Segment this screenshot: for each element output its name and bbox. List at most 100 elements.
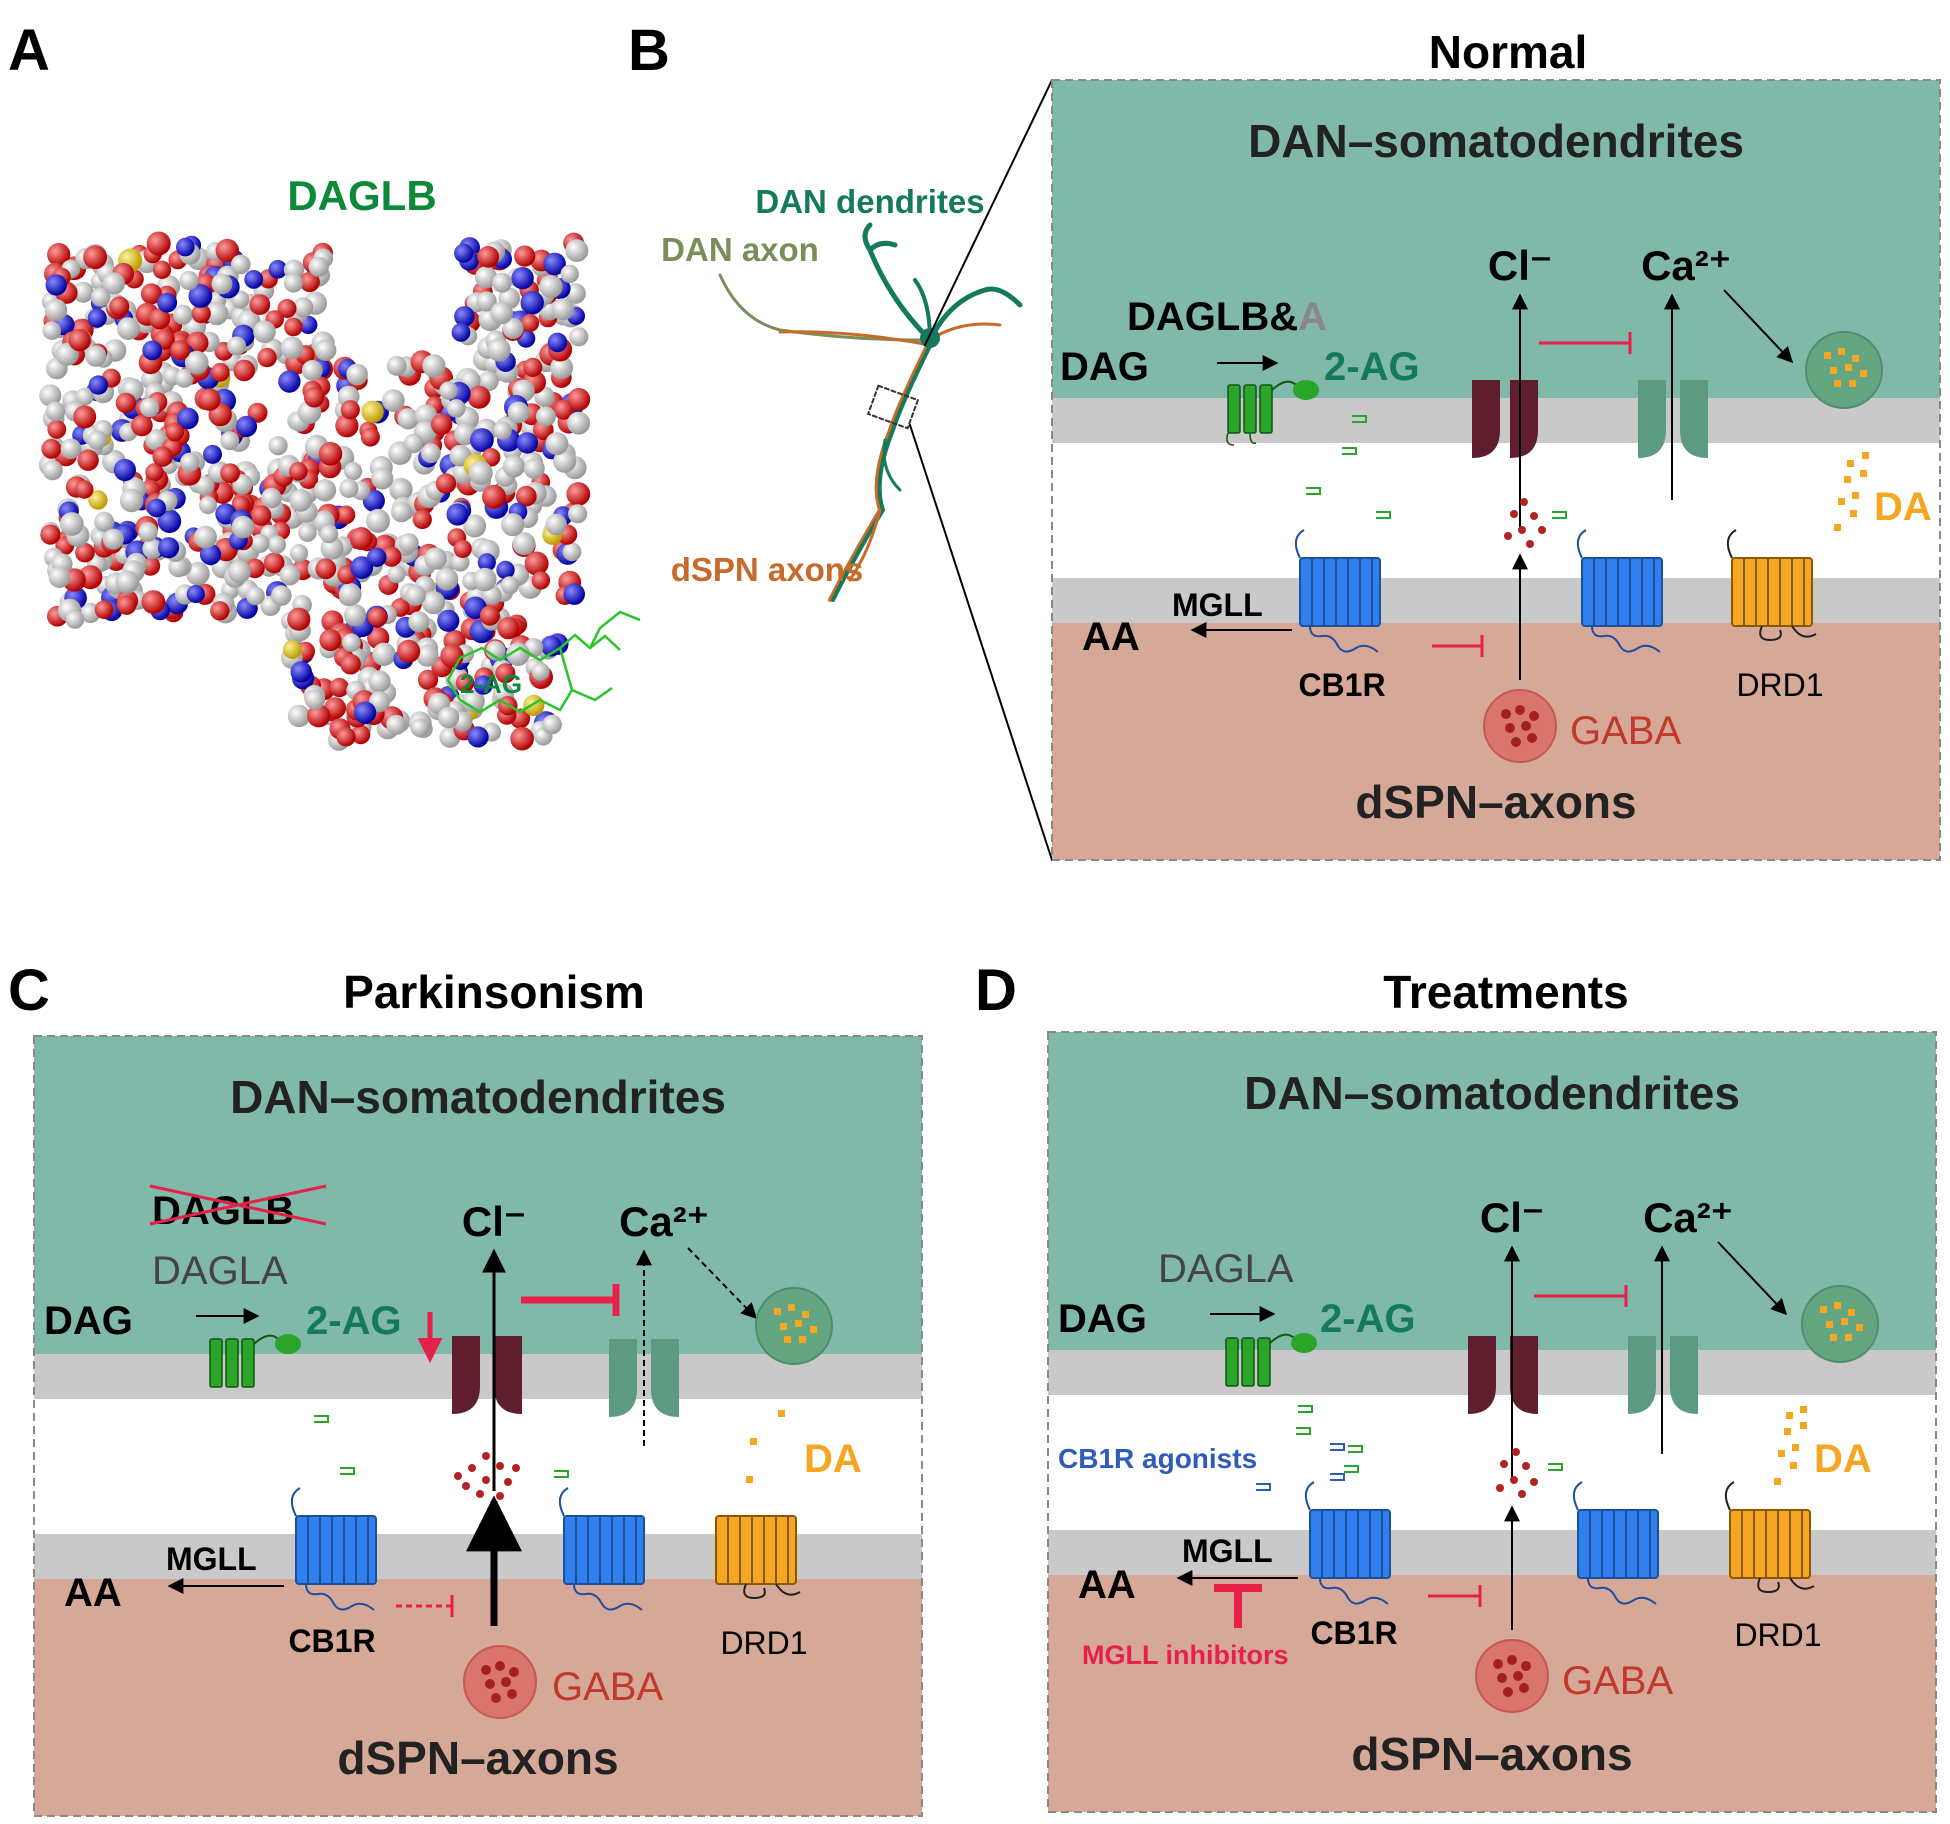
protein-atom (301, 359, 323, 381)
protein-atom (220, 431, 240, 451)
protein-atom (72, 281, 94, 303)
protein-atom (479, 605, 500, 626)
protein-atom (94, 511, 115, 532)
dspn-axons-label: dSPN axons (671, 551, 864, 588)
protein-atom (490, 301, 513, 325)
protein-atom (565, 239, 589, 262)
protein-atom (231, 254, 251, 275)
protein-atom (543, 252, 566, 276)
protein-atom (131, 414, 153, 437)
protein-atom (354, 701, 377, 724)
protein-atom (257, 347, 277, 368)
protein-atom (250, 534, 270, 553)
protein-atom (329, 677, 349, 698)
dag-label: DAG (44, 1299, 133, 1343)
protein-atom (168, 556, 189, 578)
protein-atom (496, 560, 515, 580)
protein-atom (102, 272, 126, 295)
protein-atom (139, 397, 160, 418)
cb1r-receptor (290, 1487, 377, 1611)
protein-atom (501, 513, 525, 537)
protein-atom (405, 585, 426, 606)
enzyme-label: DAGLB&A (1127, 295, 1327, 339)
cb1r-receptor-2 (558, 1487, 645, 1611)
gaba-vesicle (463, 1645, 537, 1719)
protein-atom (520, 290, 544, 315)
protein-atom (228, 560, 251, 584)
dspn-region-label: dSPN–axons (337, 1732, 618, 1784)
protein-atom (152, 446, 173, 467)
da-label: DA (1874, 485, 1932, 529)
gaba-vesicle (1475, 1639, 1549, 1713)
drd1-label: DRD1 (1734, 1617, 1821, 1653)
protein-atom (267, 535, 286, 554)
two-ag-molecules (314, 1415, 569, 1478)
dagl-enzyme-icon (209, 1334, 301, 1388)
cb1r-agonists-label: CB1R agonists (1058, 1443, 1257, 1474)
protein-atom (477, 245, 500, 268)
protein-atom (447, 399, 466, 418)
cb1r-label: CB1R (288, 1623, 375, 1659)
schematic-parkinsonism: DAN–somatodendrites dSPN–axons DAGLB DAG… (33, 1035, 923, 1817)
protein-atom (261, 487, 282, 509)
neuron-sketch (718, 79, 1053, 861)
aa-label: AA (64, 1571, 122, 1615)
protein-atom (268, 436, 288, 456)
dspn-region-label: dSPN–axons (1351, 1728, 1632, 1780)
protein-atom (304, 689, 326, 710)
drd1-receptor (715, 1515, 801, 1600)
protein-atom (145, 463, 164, 482)
ligand-label: 2-AG (460, 669, 522, 699)
calcium-ion-label: Ca²⁺ (1643, 1194, 1733, 1241)
two-ag-label: 2-AG (1320, 1297, 1416, 1341)
dagla-label: DAGLA (152, 1249, 288, 1293)
da-vesicle (1801, 1285, 1879, 1363)
protein-atom (372, 642, 396, 666)
protein-atom (280, 336, 304, 360)
protein-atom (567, 388, 591, 411)
da-vesicle (1805, 331, 1883, 409)
da-release-dots (1834, 452, 1869, 531)
protein-atom (115, 570, 139, 594)
mgll-inhibitors-label: MGLL inhibitors (1082, 1640, 1288, 1670)
protein-atom (507, 401, 530, 424)
panel-d-title: Treatments (1383, 966, 1628, 1018)
protein-atom (344, 604, 367, 627)
protein-atom (284, 317, 303, 337)
protein-atom (289, 462, 308, 481)
protein-atom (184, 350, 209, 375)
protein-atom (116, 317, 140, 340)
panel-a: A DAGLB 2-AG (8, 18, 641, 751)
cb1r-receptor-2 (1572, 1481, 1659, 1605)
protein-atom (246, 586, 265, 606)
protein-atom (157, 509, 182, 533)
calcium-ion-label: Ca²⁺ (1641, 242, 1731, 289)
protein-atom (368, 670, 391, 693)
protein-atom (85, 345, 107, 367)
protein-atom (446, 503, 469, 526)
protein-atom (115, 392, 137, 414)
protein-atom (75, 387, 94, 406)
protein-atom (512, 532, 536, 556)
protein-atom (550, 356, 574, 380)
protein-atom (287, 607, 311, 631)
drd1-label: DRD1 (1736, 667, 1823, 703)
protein-atom (454, 306, 475, 327)
protein-atom (551, 298, 574, 321)
protein-atom (250, 505, 272, 526)
gaba-vesicle-dots (1501, 705, 1539, 747)
protein-atom (235, 415, 258, 437)
protein-atom (371, 467, 394, 490)
protein-atom (387, 565, 406, 584)
protein-atom (421, 591, 446, 615)
protein-atom (510, 726, 534, 751)
protein-atom (421, 443, 441, 464)
mgll-label: MGLL (166, 1541, 257, 1577)
protein-atom (47, 243, 71, 267)
dagl-enzyme-icon (1226, 380, 1319, 446)
protein-atom (553, 449, 577, 473)
cb1r-receptor-2 (1576, 529, 1663, 653)
protein-atom (473, 567, 497, 592)
protein-atom (244, 270, 264, 289)
protein-atom (531, 662, 550, 681)
